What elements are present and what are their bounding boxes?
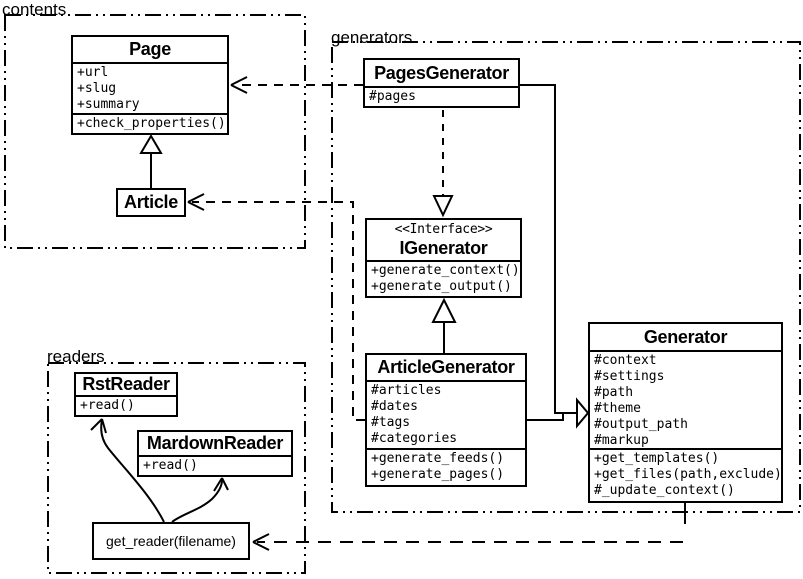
edge-articlegenerator-to-igenerator-generalization [431, 297, 457, 353]
attribute: #output_path [594, 417, 688, 432]
class-mardownreader: MardownReader +read() [137, 430, 293, 477]
attribute: +summary [77, 97, 140, 112]
class-rstreader: RstReader +read() [74, 372, 178, 417]
class-generator-title: Generator [590, 324, 781, 352]
method: +get_files(path,exclude) [594, 467, 782, 482]
edge-getreader-to-rstreader-arrow [90, 418, 165, 523]
class-generator-methods: +get_templates() +get_files(path,exclude… [590, 450, 782, 501]
class-pagesgenerator: PagesGenerator #pages [363, 58, 520, 108]
open-arrowhead [90, 418, 107, 434]
attribute: #categories [371, 431, 458, 446]
edge-pagesgenerator-to-igenerator-realization [432, 110, 454, 218]
class-articlegenerator-title: ArticleGenerator [367, 355, 525, 382]
method: +generate_output() [371, 279, 512, 294]
class-articlegenerator-attributes: #articles #dates #tags #categories [367, 382, 525, 450]
open-arrowhead [187, 193, 205, 211]
edge-articlegenerator-to-article-dependency [187, 193, 365, 421]
attribute: #context [594, 353, 657, 368]
package-border-contents [4, 14, 306, 249]
open-arrowhead [213, 477, 229, 492]
class-pagesgenerator-title: PagesGenerator [365, 60, 518, 88]
class-page-methods: +check_properties() [73, 115, 227, 133]
class-igenerator-methods: +generate_context() +generate_output() [367, 262, 520, 296]
class-articlegenerator: ArticleGenerator #articles #dates #tags … [365, 353, 527, 487]
class-article: Article [116, 188, 186, 217]
curved-line [100, 419, 165, 523]
edge-pagesgenerator-to-page-dependency [230, 76, 363, 94]
package-border-readers [47, 362, 306, 574]
package-label-readers: readers [47, 347, 105, 366]
attribute: +url [77, 65, 109, 80]
method: +generate_feeds() [371, 451, 505, 466]
attribute: #markup [594, 433, 649, 448]
curved-line [171, 479, 223, 523]
class-articlegenerator-methods: +generate_feeds() +generate_pages() [367, 450, 525, 485]
dependency-line [192, 201, 365, 421]
class-generator: Generator #context #settings #path #them… [588, 322, 783, 503]
class-pagesgenerator-attributes: #pages [365, 88, 518, 106]
method: #_update_context() [594, 483, 735, 498]
function-label: get_reader(filename) [106, 533, 236, 549]
class-igenerator: <<Interface>> IGenerator +generate_conte… [365, 218, 522, 298]
open-arrowhead [230, 76, 248, 94]
attribute: #dates [371, 399, 418, 414]
method: +generate_context() [371, 263, 520, 278]
attribute: #articles [371, 383, 442, 398]
hollow-triangle-arrowhead [432, 195, 454, 218]
hollow-triangle-arrowhead [139, 134, 163, 154]
class-page-title: Page [73, 37, 227, 64]
class-rstreader-title: RstReader [76, 374, 176, 397]
attribute: +slug [77, 81, 117, 96]
edge-generator-to-getreader-dependency [252, 503, 686, 551]
hollow-triangle-arrowhead [431, 297, 457, 323]
generalization-line-articlegenerator [527, 414, 564, 421]
class-page: Page +url +slug +summary +check_properti… [71, 35, 229, 135]
method: +get_templates() [594, 451, 720, 466]
attribute: #tags [371, 415, 411, 430]
method: +read() [80, 398, 135, 413]
class-page-attributes: +url +slug +summary [73, 64, 227, 115]
attribute: #settings [594, 369, 665, 384]
class-igenerator-title: IGenerator [399, 237, 488, 258]
package-label-generators: generators [331, 28, 413, 47]
stereotype-label: <<Interface>> [394, 221, 493, 237]
open-arrowhead [252, 533, 270, 551]
class-igenerator-header: <<Interface>> IGenerator [367, 220, 520, 262]
class-rstreader-methods: +read() [76, 397, 176, 415]
class-generator-attributes: #context #settings #path #theme #output_… [590, 352, 781, 450]
package-border-generators [331, 41, 801, 513]
attribute: #theme [594, 401, 641, 416]
generalization-line-pagesgenerator [520, 84, 576, 414]
class-article-title: Article [124, 192, 178, 212]
edge-article-to-page-generalization [139, 134, 163, 188]
attribute: #pages [369, 89, 416, 104]
class-mardownreader-title: MardownReader [139, 432, 291, 457]
method: +check_properties() [77, 116, 226, 131]
package-label-contents: contents [2, 0, 67, 19]
attribute: #path [594, 385, 634, 400]
edge-getreader-to-mardownreader-arrow [171, 477, 229, 523]
hollow-triangle-arrowhead [576, 397, 590, 429]
edge-generators-to-generator-generalization [520, 84, 590, 429]
class-mardownreader-methods: +read() [139, 457, 291, 475]
function-box-get-reader: get_reader(filename) [92, 522, 250, 560]
method: +generate_pages() [371, 467, 505, 482]
method: +read() [143, 458, 198, 473]
